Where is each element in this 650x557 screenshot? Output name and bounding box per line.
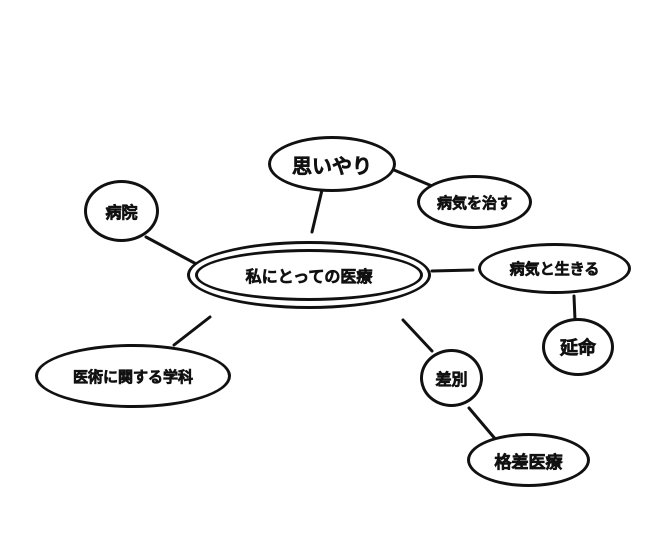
node-sabetsu-label: 差別: [435, 370, 468, 390]
node-kakusa-label: 格差医療: [494, 452, 563, 473]
edge-center-sabetsu: [401, 318, 434, 353]
node-byoki-naosu: 病気を治す: [417, 175, 532, 229]
node-kakusa: 格差医療: [467, 433, 590, 487]
center-node: 私にとっての医療: [187, 241, 431, 309]
edge-center-byoin: [144, 235, 202, 268]
edge-omoiyari-byoki-naosu: [392, 168, 434, 188]
node-gakka: 医術に関する学科: [35, 344, 231, 408]
edge-sabetsu-kakusa: [467, 406, 499, 443]
node-byoki-ikiru: 病気と生きる: [478, 243, 631, 294]
edge-center-omoiyari: [310, 188, 324, 234]
edge-center-byoki-ikiru: [430, 268, 475, 273]
center-node-label: 私にとっての医療: [245, 267, 373, 287]
node-byoin-label: 病院: [105, 203, 138, 223]
node-omoiyari: 思いやり: [268, 136, 396, 192]
node-omoiyari-label: 思いやり: [292, 153, 373, 178]
node-byoin: 病院: [84, 180, 159, 242]
node-sabetsu: 差別: [420, 349, 483, 407]
edge-center-gakka: [172, 315, 212, 347]
node-byoki-naosu-label: 病気を治す: [436, 193, 513, 212]
edge-byoki-ikiru-enmei: [572, 294, 577, 322]
node-byoki-ikiru-label: 病気と生きる: [509, 260, 600, 279]
node-gakka-label: 医術に関する学科: [72, 367, 194, 386]
node-enmei: 延命: [542, 318, 614, 376]
node-enmei-label: 延命: [560, 338, 597, 360]
